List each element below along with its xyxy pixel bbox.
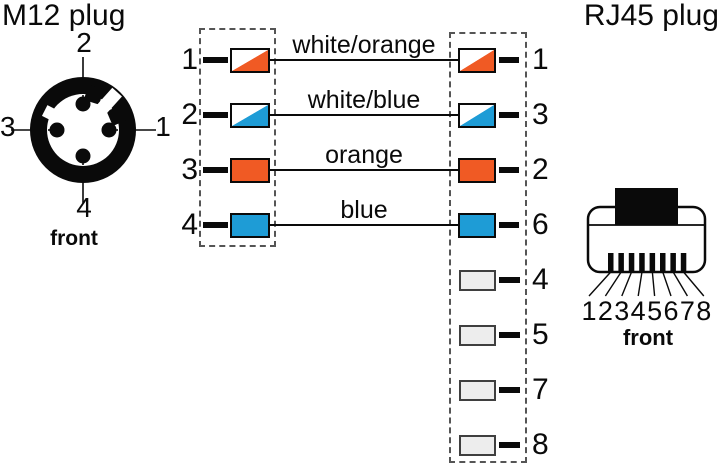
- rj45-wire-pin-number: 7: [532, 373, 549, 406]
- wire-stub-right: [499, 112, 519, 118]
- wire-label: white/orange: [292, 31, 436, 59]
- wire-color-block-left: [230, 103, 270, 128]
- wire-label: orange: [325, 141, 403, 169]
- wire-stub-right: [499, 387, 520, 393]
- wire-line: [270, 114, 458, 116]
- rj45-pin-pointer-line: [662, 271, 672, 297]
- rj45-wire-pin-number: 5: [532, 318, 549, 351]
- wire-stub-left: [203, 222, 228, 228]
- m12-keyway-tab: [106, 105, 128, 127]
- m12-front-label: front: [50, 227, 98, 250]
- m12-wire-pin-number: 4: [181, 208, 198, 241]
- rj45-contact-pin: [639, 253, 645, 272]
- rj45-contact-pin: [628, 253, 635, 272]
- m12-connector-drawing: [11, 57, 156, 203]
- rj45-contact-pin: [680, 253, 687, 272]
- rj45-front-pin-number: 2: [597, 296, 613, 326]
- unconnected-pin-block: [459, 325, 496, 346]
- wire-stub-right: [499, 57, 519, 63]
- rj45-latch-tab: [615, 188, 678, 225]
- rj45-pin-pointer-line: [637, 271, 643, 297]
- rj45-contact-pin: [618, 253, 624, 272]
- rj45-pin-pointer-line: [588, 271, 612, 297]
- m12-wire-pin-number: 1: [181, 43, 198, 76]
- wire-color-block-right: [458, 48, 496, 73]
- wire-label: blue: [340, 196, 388, 224]
- wire-color-block-right: [458, 158, 496, 183]
- m12-pins-dashed-box: [199, 28, 276, 247]
- wire-stub-right: [499, 167, 519, 173]
- rj45-pin-pointer-lines: [588, 271, 705, 297]
- wire-line: [270, 59, 458, 61]
- rj45-title: RJ45 plug: [583, 0, 719, 32]
- rj45-contact-pin: [660, 253, 666, 272]
- rj45-pins-dashed-box: [449, 32, 527, 463]
- rj45-front-pin-number: 1: [581, 296, 597, 326]
- wire-stub-right: [499, 222, 519, 228]
- rj45-pin-pointer-line: [683, 271, 705, 297]
- rj45-wire-pin-number: 1: [532, 43, 549, 76]
- rj45-front-pin-number: 6: [663, 296, 679, 326]
- rj45-pin-pointer-line: [651, 271, 656, 297]
- rj45-front-pin-number: 7: [679, 296, 695, 326]
- m12-keyway-notch: [41, 105, 60, 123]
- m12-pin2-dot: [75, 96, 91, 112]
- unconnected-pin-block: [459, 270, 496, 291]
- wire-line: [270, 169, 458, 171]
- rj45-wire-pin-number: 8: [532, 428, 549, 461]
- wire-stub-right: [499, 442, 520, 448]
- rj45-wire-pin-number: 4: [532, 263, 549, 296]
- rj45-contact-pins: [608, 253, 687, 272]
- unconnected-pin-block: [459, 435, 496, 456]
- rj45-front-pin-number: 3: [614, 296, 630, 326]
- m12-pin-label-4: 4: [76, 192, 92, 223]
- m12-pin3-dot: [49, 122, 65, 138]
- m12-keyway-channel: [94, 87, 122, 116]
- m12-wire-pin-number: 3: [181, 153, 198, 186]
- wire-line: [270, 224, 458, 226]
- m12-pin-label-1: 1: [155, 111, 171, 142]
- m12-title: M12 plug: [2, 0, 126, 32]
- wire-color-block-left: [230, 158, 270, 183]
- wire-label: white/blue: [307, 86, 421, 114]
- rj45-contact-pin: [608, 253, 614, 272]
- rj45-wire-pin-number: 3: [532, 98, 549, 131]
- wire-color-block-left: [230, 213, 270, 238]
- wire-stub-left: [203, 167, 228, 173]
- rj45-front-label: front: [622, 325, 674, 350]
- m12-pin-label-3: 3: [0, 111, 16, 142]
- rj45-wire-pin-number: 6: [532, 208, 549, 241]
- rj45-contact-pin: [649, 253, 656, 272]
- rj45-front-pin-number: 4: [630, 296, 646, 326]
- rj45-wire-pin-number: 2: [532, 153, 549, 186]
- wire-stub-right: [499, 277, 520, 283]
- wire-color-block-left: [230, 48, 270, 73]
- wire-color-block-right: [458, 213, 496, 238]
- rj45-front-pin-number: 5: [647, 296, 663, 326]
- unconnected-pin-block: [459, 380, 496, 401]
- rj45-contact-pin: [670, 253, 676, 272]
- wire-stub-left: [203, 57, 228, 63]
- wire-color-block-right: [458, 103, 496, 128]
- m12-wire-pin-number: 2: [181, 98, 198, 131]
- wire-stub-left: [203, 112, 228, 118]
- rj45-pin-pointer-line: [621, 271, 633, 297]
- rj45-pin-pointer-line: [672, 271, 689, 297]
- m12-pin4-dot: [75, 148, 91, 164]
- rj45-pin-pointer-line: [604, 271, 622, 297]
- m12-pin1-dot: [101, 122, 117, 138]
- wire-stub-right: [499, 332, 520, 338]
- rj45-front-pin-number: 8: [696, 296, 712, 326]
- rj45-connector-drawing: [586, 188, 707, 297]
- m12-pin-label-2: 2: [76, 27, 92, 58]
